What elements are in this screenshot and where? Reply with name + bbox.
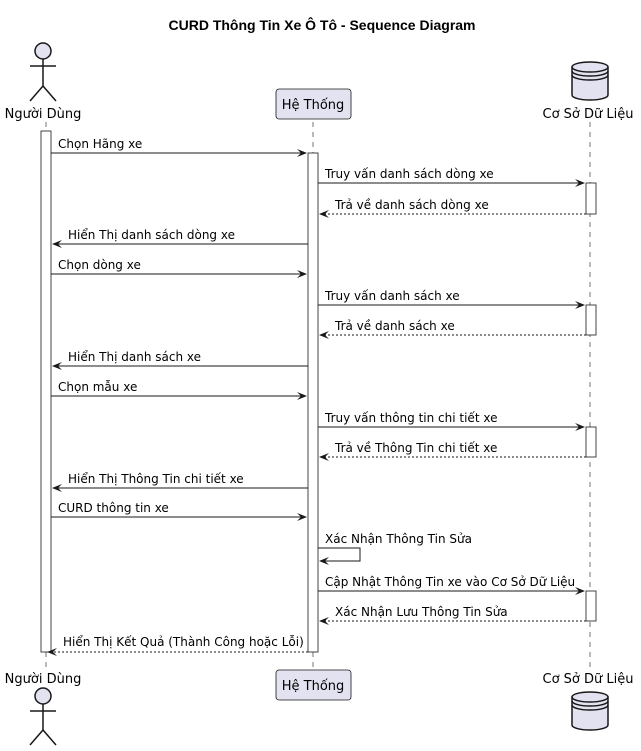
message-label: Trả về Thông Tin chi tiết xe (334, 441, 497, 455)
message: Trả về Thông Tin chi tiết xe (319, 441, 586, 461)
activation-db (585, 426, 597, 458)
message: CURD thông tin xe (51, 501, 307, 521)
participant-system-label: Hệ Thống (282, 98, 345, 113)
activation-user (40, 130, 52, 653)
message: Trả về danh sách xe (319, 319, 586, 339)
activation-db (585, 590, 597, 622)
actor-icon (29, 42, 57, 102)
message: Chọn mẫu xe (51, 380, 307, 400)
participant-db-label: Cơ Sở Dữ Liệu (543, 672, 634, 687)
message: Hiển Thị danh sách xe (52, 350, 308, 370)
message: Hiển Thị Thông Tin chi tiết xe (52, 472, 308, 492)
message-label: Hiển Thị danh sách dòng xe (68, 228, 235, 242)
message: Hiển Thị danh sách dòng xe (52, 228, 308, 248)
message: Chọn Hãng xe (51, 137, 307, 157)
activation-db (585, 304, 597, 336)
message-label: Chọn mẫu xe (58, 380, 137, 394)
participant-user-label: Người Dùng (5, 672, 82, 687)
message-label: Xác Nhận Thông Tin Sửa (325, 532, 472, 546)
message: Truy vấn danh sách xe (318, 289, 585, 309)
message: Chọn dòng xe (51, 258, 307, 278)
participant-system-box (275, 669, 352, 701)
self-message: Xác Nhận Thông Tin Sửa (318, 532, 472, 565)
message-label: Truy vấn danh sách dòng xe (324, 167, 494, 181)
message-label: Hiển Thị Kết Quả (Thành Công hoặc Lỗi) (63, 635, 304, 649)
participant-system-label: Hệ Thống (282, 679, 345, 694)
message-label: Hiển Thị Thông Tin chi tiết xe (68, 472, 244, 486)
message-label: Truy vấn thông tin chi tiết xe (324, 411, 497, 425)
activation-db (585, 182, 597, 215)
database-icon (571, 691, 609, 731)
participant-db-label: Cơ Sở Dữ Liệu (543, 107, 634, 122)
message: Hiển Thị Kết Quả (Thành Công hoặc Lỗi) (47, 635, 308, 656)
message-label: Chọn dòng xe (58, 258, 141, 272)
diagram-title: CURD Thông Tin Xe Ô Tô - Sequence Diagra… (169, 16, 476, 33)
message: Cập Nhật Thông Tin xe vào Cơ Sở Dữ Liệu (318, 575, 585, 595)
message-label: Cập Nhật Thông Tin xe vào Cơ Sở Dữ Liệu (325, 575, 575, 589)
message-label: CURD thông tin xe (58, 501, 169, 515)
message-label: Xác Nhận Lưu Thông Tin Sửa (335, 605, 508, 619)
message-label: Trả về danh sách dòng xe (334, 198, 489, 212)
message: Trả về danh sách dòng xe (319, 198, 586, 218)
message-label: Chọn Hãng xe (58, 137, 142, 151)
message-label: Trả về danh sách xe (334, 319, 455, 333)
message: Xác Nhận Lưu Thông Tin Sửa (319, 605, 586, 625)
message-label: Hiển Thị danh sách xe (68, 350, 201, 364)
participant-user-label: Người Dùng (5, 107, 82, 122)
database-icon (571, 61, 609, 101)
activation-system (307, 152, 319, 653)
participant-system-box (275, 88, 352, 120)
actor-icon (29, 687, 57, 746)
message: Truy vấn thông tin chi tiết xe (318, 411, 585, 431)
message-label: Truy vấn danh sách xe (324, 289, 460, 303)
message: Truy vấn danh sách dòng xe (318, 167, 585, 187)
